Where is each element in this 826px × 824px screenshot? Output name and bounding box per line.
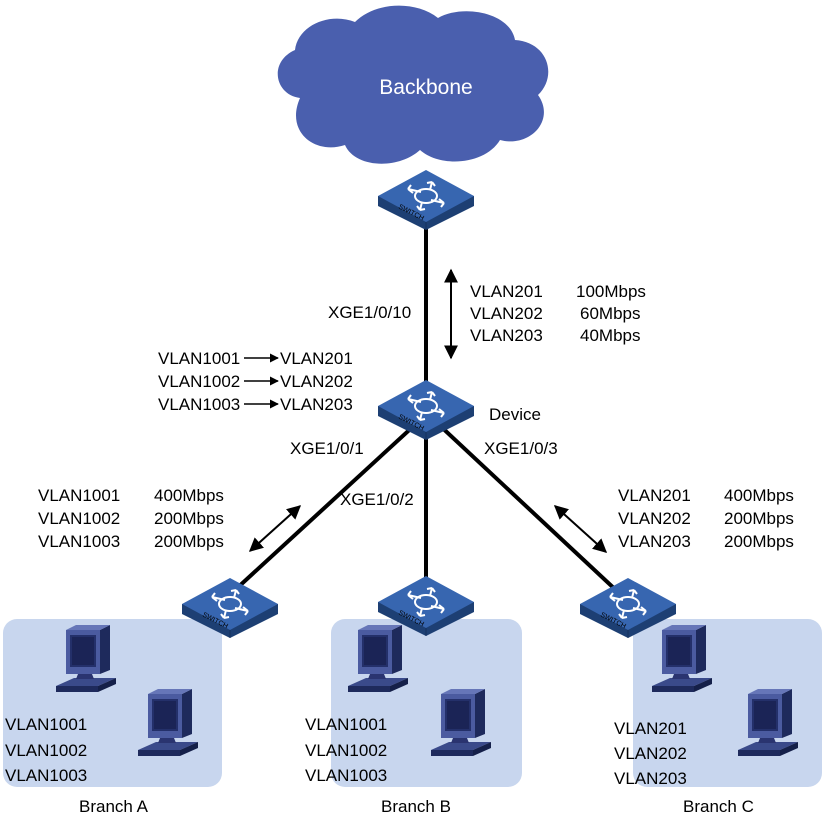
branch-a-name: Branch A (79, 797, 149, 816)
link-a-vlan-2: VLAN1002 (38, 509, 120, 528)
uplink-rate-1: 100Mbps (576, 282, 646, 301)
port-b-label: XGE1/0/2 (340, 490, 414, 509)
branch-b-vlan-3: VLAN1003 (305, 766, 387, 785)
branch-c-vlan-2: VLAN202 (614, 744, 687, 763)
port-a-label: XGE1/0/1 (290, 439, 364, 458)
mapping-to-1: VLAN201 (280, 349, 353, 368)
uplink-vlan-1: VLAN201 (470, 282, 543, 301)
uplink-rate-2: 60Mbps (580, 304, 640, 323)
mapping-from-1: VLAN1001 (158, 349, 240, 368)
link-a-rate-2: 200Mbps (154, 509, 224, 528)
branch-a-vlan-2: VLAN1002 (5, 741, 87, 760)
uplink-vlan-3: VLAN203 (470, 326, 543, 345)
link-a-rate-1: 400Mbps (154, 486, 224, 505)
uplink-vlan-2: VLAN202 (470, 304, 543, 323)
port-c-label: XGE1/0/3 (484, 439, 558, 458)
branch-a-vlan-1: VLAN1001 (5, 715, 87, 734)
link-a-double-arrow-icon (248, 505, 302, 552)
branch-b-name: Branch B (381, 797, 451, 816)
branch-b-vlan-2: VLAN1002 (305, 741, 387, 760)
link-c-rate-1: 400Mbps (724, 486, 794, 505)
backbone-cloud (277, 5, 549, 164)
device-label: Device (489, 405, 541, 424)
mapping-from-3: VLAN1003 (158, 395, 240, 414)
link-branch-a (233, 420, 420, 592)
branch-a-vlan-3: VLAN1003 (5, 766, 87, 785)
branch-b-vlan-1: VLAN1001 (305, 715, 387, 734)
link-c-vlan-3: VLAN203 (618, 532, 691, 551)
link-branch-c (434, 420, 620, 594)
uplink-port-label: XGE1/0/10 (328, 303, 411, 322)
link-c-double-arrow-icon (553, 505, 608, 553)
link-c-rate-3: 200Mbps (724, 532, 794, 551)
mapping-from-2: VLAN1002 (158, 372, 240, 391)
link-c-rate-2: 200Mbps (724, 509, 794, 528)
link-c-vlan-1: VLAN201 (618, 486, 691, 505)
branch-c-name: Branch C (683, 797, 754, 816)
link-a-vlan-1: VLAN1001 (38, 486, 120, 505)
branch-c-vlan-1: VLAN201 (614, 719, 687, 738)
link-a-rate-3: 200Mbps (154, 532, 224, 551)
link-c-vlan-2: VLAN202 (618, 509, 691, 528)
uplink-rate-3: 40Mbps (580, 326, 640, 345)
mapping-to-2: VLAN202 (280, 372, 353, 391)
link-a-vlan-3: VLAN1003 (38, 532, 120, 551)
mapping-to-3: VLAN203 (280, 395, 353, 414)
device-switch (377, 379, 475, 441)
backbone-label: Backbone (379, 76, 472, 99)
backbone-switch (377, 169, 475, 231)
branch-c-vlan-3: VLAN203 (614, 769, 687, 788)
